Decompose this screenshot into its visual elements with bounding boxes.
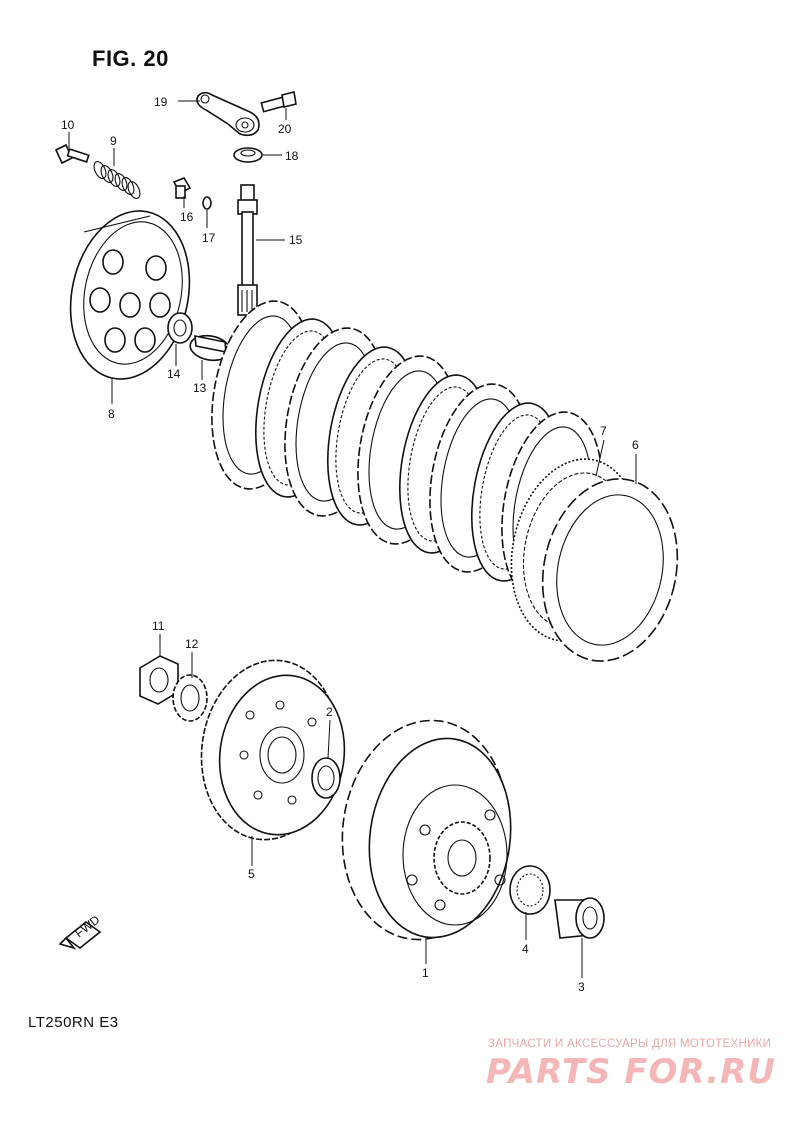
needle-bearing [509, 865, 551, 915]
oil-seal [233, 147, 263, 163]
release-arm-bolt [260, 91, 297, 113]
callout-20: 20 [278, 122, 292, 136]
clutch-spring [93, 161, 141, 199]
clutch-sleeve-hub [200, 659, 346, 841]
callout-3: 3 [578, 980, 585, 994]
model-code: LT250RN E3 [28, 1014, 119, 1031]
callout-11: 11 [152, 619, 165, 633]
leader-lines [68, 100, 637, 978]
callout-17: 17 [202, 231, 216, 245]
callout-12: 12 [185, 637, 199, 651]
release-arm [196, 91, 260, 137]
release-bearing [167, 312, 193, 344]
callout-1: 1 [422, 966, 429, 980]
callout-6: 6 [632, 438, 639, 452]
clutch-plate-stack [211, 300, 603, 601]
fwd-arrow-icon: FWD [58, 912, 103, 950]
callout-9: 9 [110, 134, 117, 148]
callout-13: 13 [193, 381, 207, 395]
callout-18: 18 [285, 149, 299, 163]
callout-15: 15 [289, 233, 303, 247]
callout-4: 4 [522, 942, 529, 956]
bolt-small [172, 177, 192, 199]
callout-5: 5 [248, 867, 255, 881]
callout-labels: 19 20 18 10 9 16 17 15 8 14 13 7 6 11 12… [61, 95, 639, 994]
callout-19: 19 [154, 95, 168, 109]
spacer [554, 897, 605, 939]
primary-driven-gear-assembly [341, 719, 512, 941]
clutch-spring-bolt [54, 143, 90, 165]
pressure-plate [69, 210, 191, 380]
callout-10: 10 [61, 118, 75, 132]
drive-plate [541, 478, 679, 662]
washer-small [202, 196, 212, 210]
push-rod [237, 184, 258, 316]
thrust-washer [311, 757, 341, 799]
callout-16: 16 [180, 210, 194, 224]
watermark-logo[interactable]: PARTS FOR.RU [486, 1052, 776, 1092]
push-piece [189, 334, 231, 362]
callout-14: 14 [167, 367, 181, 381]
callout-2: 2 [326, 705, 333, 719]
watermark-caption: ЗАПЧАСТИ И АКСЕССУАРЫ ДЛЯ МОТОТЕХНИКИ [488, 1038, 772, 1050]
lock-washer [172, 674, 208, 722]
callout-8: 8 [108, 407, 115, 421]
figure-title: FIG. 20 [92, 46, 169, 71]
callout-7: 7 [600, 424, 607, 438]
